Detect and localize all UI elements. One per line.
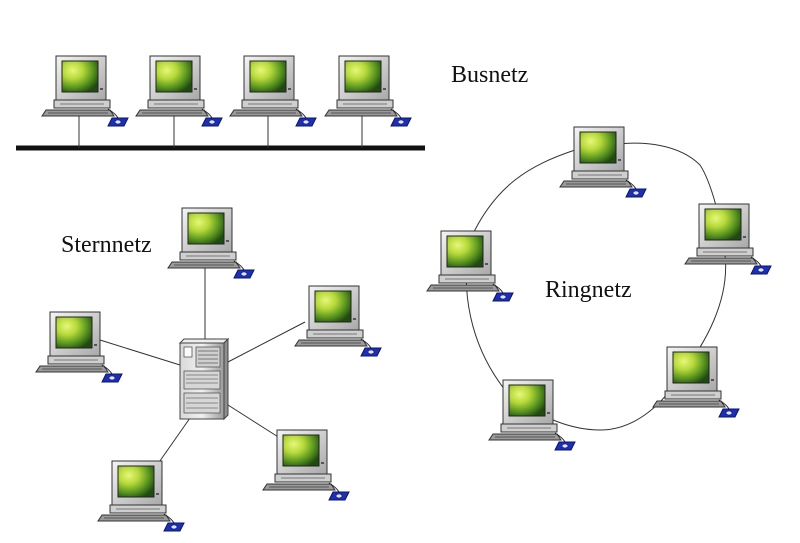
star-computer-icon bbox=[167, 207, 255, 279]
bus-network bbox=[16, 55, 425, 151]
star-link-line bbox=[227, 321, 306, 363]
ring-computer-icon bbox=[488, 379, 576, 451]
ring-computer-icon bbox=[426, 230, 514, 302]
bus-computer-icon bbox=[41, 55, 129, 127]
star-link-line bbox=[154, 417, 191, 469]
star-link-line bbox=[99, 339, 181, 366]
star-computer-icon bbox=[97, 460, 185, 532]
ring-computer-icon bbox=[652, 346, 740, 418]
star-network-label: Sternnetz bbox=[61, 232, 152, 258]
star-computer-icon bbox=[294, 285, 382, 357]
ring-network bbox=[426, 126, 772, 451]
star-computer-icon bbox=[262, 429, 350, 501]
star-network bbox=[35, 207, 382, 532]
bus-network-label: Busnetz bbox=[451, 62, 529, 88]
star-link-line bbox=[227, 404, 284, 441]
ring-network-label: Ringnetz bbox=[545, 277, 632, 303]
star-computer-icon bbox=[35, 311, 123, 383]
bus-computer-icon bbox=[135, 55, 223, 127]
bus-computer-icon bbox=[229, 55, 317, 127]
ring-computer-icon bbox=[684, 203, 772, 275]
ring-computer-icon bbox=[559, 126, 647, 198]
server-tower-icon bbox=[179, 338, 229, 420]
bus-computer-icon bbox=[324, 55, 412, 127]
